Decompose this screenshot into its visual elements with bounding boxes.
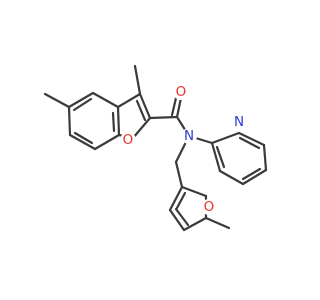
- methylfuran-ring: [168, 185, 208, 232]
- methyl-bond-c3: [133, 64, 142, 96]
- atom-amide-nitrogen: N: [181, 128, 197, 144]
- nitrogen-label: N: [184, 128, 194, 144]
- methyl-bond-c5: [43, 92, 71, 109]
- atom-carbonyl-oxygen: O: [173, 84, 189, 100]
- nitrogen-label: N: [234, 114, 244, 130]
- oxygen-label: O: [123, 132, 134, 148]
- molecule-structure: O O N N O: [43, 64, 268, 232]
- oxygen-label: O: [204, 199, 215, 215]
- molecule-canvas: O O N N O: [43, 64, 268, 232]
- benzene-ring: [67, 91, 121, 151]
- oxygen-label: O: [176, 84, 187, 100]
- ch2-furan-bond: [174, 160, 184, 189]
- atom-ring-oxygen-furan: O: [201, 199, 217, 215]
- pyridine-ring: [187, 131, 268, 186]
- atom-pyridine-nitrogen: N: [231, 114, 247, 130]
- atom-ring-oxygen-benzofuran: O: [120, 132, 136, 148]
- methyl-bond-furan: [204, 216, 231, 230]
